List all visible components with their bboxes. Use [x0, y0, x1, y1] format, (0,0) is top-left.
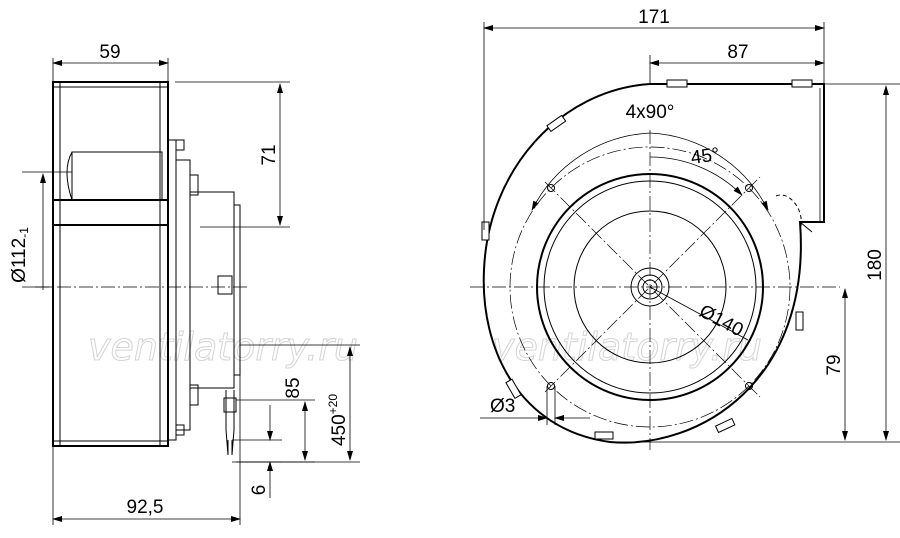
watermark-left: ventilatorry.ru [88, 325, 358, 369]
dim-171: 171 [638, 7, 670, 28]
dim-180: 180 [865, 249, 886, 281]
dim-450: 450+20 [326, 394, 350, 446]
dim-71: 71 [259, 144, 280, 165]
front-view: 171 87 4x90° 45° Ø140 Ø3 180 79 [470, 7, 900, 450]
dim-59: 59 [99, 42, 120, 63]
dim-87: 87 [727, 42, 748, 63]
dim-92-5: 92,5 [127, 497, 164, 518]
side-view: 59 71 Ø112-1 450+20 85 6 92,5 [9, 42, 360, 525]
inlet-ring [71, 151, 163, 201]
dim-4x90: 4x90° [626, 102, 675, 123]
volute-housing [482, 83, 825, 444]
housing-outline [52, 81, 169, 447]
watermark-right: ventilatorry.ru [492, 325, 762, 369]
dim-6: 6 [249, 485, 270, 496]
dim-45: 45° [690, 144, 721, 169]
dim-85: 85 [283, 377, 304, 398]
dim-d3: Ø3 [490, 396, 515, 417]
dim-d112: Ø112-1 [9, 227, 31, 283]
dim-79: 79 [824, 354, 845, 375]
